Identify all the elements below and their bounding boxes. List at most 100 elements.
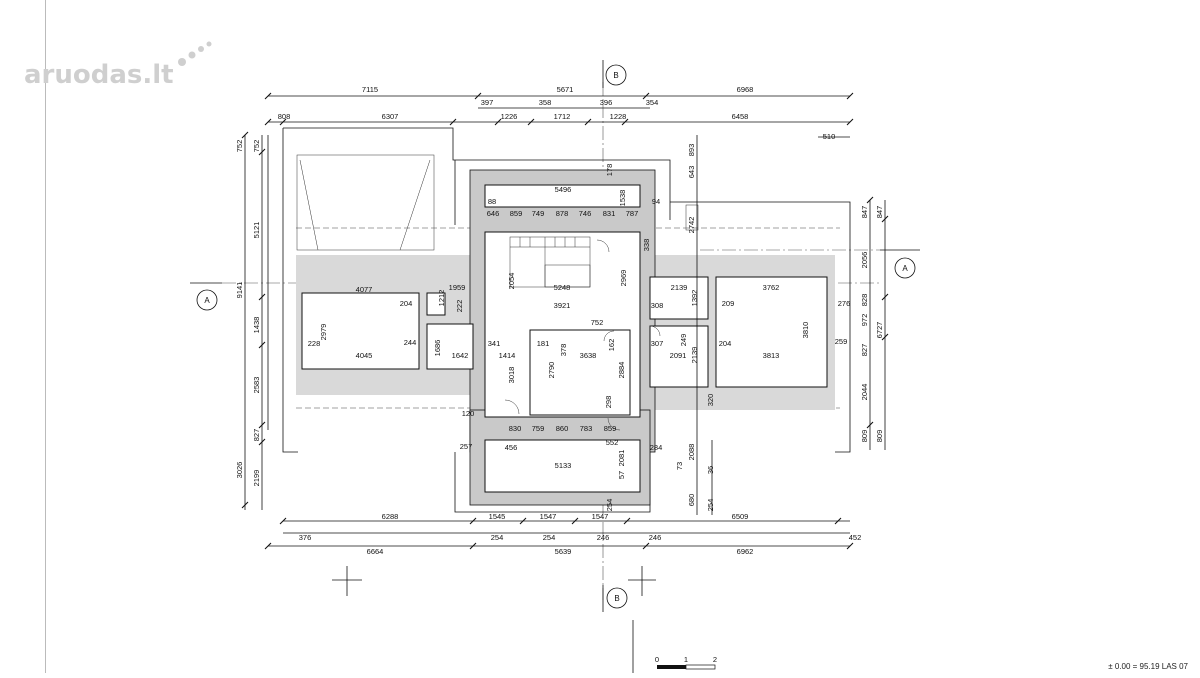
room-left-large [301, 292, 420, 370]
dim-bottom-14: 6962 [737, 547, 754, 556]
room-dim: 88 [488, 197, 496, 206]
room-dim: 244 [404, 338, 417, 347]
dim-top-12: 1228 [610, 112, 627, 121]
room-right-large [715, 276, 828, 388]
room-dim: 759 [532, 424, 545, 433]
section-label-left: A [204, 296, 210, 305]
room-top-bay [484, 184, 641, 208]
roof-outline-top [283, 127, 455, 161]
section-marker-left: A [190, 282, 222, 311]
dim-bottom-1: 6288 [382, 512, 399, 521]
scale-label: 2 [713, 655, 717, 664]
chimney-outline [685, 204, 699, 231]
room-dim: 181 [537, 339, 550, 348]
door-swing-icon [607, 417, 621, 431]
dim-bottom-7: 254 [491, 533, 504, 542]
dim-bottom-13: 5639 [555, 547, 572, 556]
room-dim: 254 [605, 499, 614, 512]
room-dim: 257 [460, 442, 473, 451]
dim-cv-5: 2088 [687, 444, 696, 461]
sheet-border-line [45, 0, 46, 673]
room-dim: 646 [487, 209, 500, 218]
scale-label: 0 [655, 655, 659, 664]
stair-icon [509, 236, 591, 288]
right-wing-outline [670, 201, 851, 453]
room-dim: 307 [651, 339, 664, 348]
room-dim: 2139 [690, 347, 699, 364]
room-dim: 2091 [670, 351, 687, 360]
room-left-closet [426, 292, 446, 316]
room-dim: 860 [556, 424, 569, 433]
scale-label: 1 [684, 655, 688, 664]
roof-outline [282, 128, 298, 453]
room-dim: 3810 [801, 322, 810, 339]
room-dim: 1212 [437, 290, 446, 307]
room-dim: 284 [650, 443, 663, 452]
room-dim: 2979 [319, 324, 328, 341]
dim-top-6: 396 [600, 98, 613, 107]
room-dim: 5496 [555, 185, 572, 194]
room-dim: 2054 [507, 273, 516, 290]
crosshair-marker [332, 566, 362, 596]
dim-top-8: 808 [278, 112, 291, 121]
room-dim: 276 [838, 299, 851, 308]
room-dim: 5248 [554, 283, 571, 292]
dim-bottom-12: 6664 [367, 547, 384, 556]
room-right-lower-small [649, 325, 709, 388]
dim-cv-6: 73 [675, 462, 684, 470]
dim-left-5: 5121 [252, 222, 261, 239]
dim-right-6: 972 [860, 314, 869, 327]
room-dim: 752 [591, 318, 604, 327]
room-dim: 2884 [617, 362, 626, 379]
dim-left-1: 752 [235, 140, 244, 153]
dim-left-4: 752 [252, 140, 261, 153]
dim-right-4: 847 [875, 206, 884, 219]
logo-text: aruodas.lt [24, 60, 174, 90]
section-marker-right: A [880, 249, 920, 279]
dim-top-1: 7115 [362, 85, 378, 94]
dim-top-13: 6458 [732, 112, 749, 121]
logo-bubbles-icon [178, 41, 212, 66]
room-dim: 120 [462, 409, 475, 418]
room-dim: 4077 [356, 285, 373, 294]
roof-ridge-line [399, 159, 431, 251]
section-label-bottom: B [614, 594, 619, 603]
room-dim: 338 [642, 239, 651, 252]
roof-ridge-line [299, 159, 319, 251]
room-dim: 1959 [449, 283, 466, 292]
room-dim: 204 [400, 299, 413, 308]
dim-top-3: 6968 [737, 85, 754, 94]
room-dim: 4045 [356, 351, 373, 360]
crosshair-marker [628, 566, 656, 596]
room-right-upper-small [649, 276, 709, 320]
room-dim: 209 [722, 299, 735, 308]
dim-bottom-6: 376 [299, 533, 312, 542]
dim-right-3: 809 [875, 430, 884, 443]
room-dim: 2969 [619, 270, 628, 287]
room-dim: 1642 [452, 351, 469, 360]
dim-cv-8: 680 [687, 494, 696, 507]
room-dim: 94 [652, 197, 660, 206]
room-dim: 378 [559, 344, 568, 357]
room-center [529, 329, 631, 416]
dim-right-10: 809 [860, 430, 869, 443]
dim-cv-2: 643 [687, 166, 696, 179]
dim-top-7: 354 [646, 98, 659, 107]
room-dim: 3813 [763, 351, 780, 360]
room-dim: 783 [580, 424, 593, 433]
dim-top-11: 1712 [554, 112, 571, 121]
room-dim: 2081 [617, 450, 626, 467]
dim-top-5: 358 [539, 98, 552, 107]
dim-right-7: 828 [860, 294, 869, 307]
room-dim: 259 [835, 337, 848, 346]
dim-right-8: 827 [860, 344, 869, 357]
section-label-right: A [902, 264, 908, 273]
room-dim: 204 [719, 339, 732, 348]
door-swing-icon [649, 325, 661, 337]
dimension-lines [244, 95, 886, 547]
room-dim: 1414 [499, 351, 516, 360]
room-bottom-bay [484, 439, 641, 493]
room-dim: 1686 [433, 340, 442, 357]
dim-cv-4: 320 [706, 394, 715, 407]
